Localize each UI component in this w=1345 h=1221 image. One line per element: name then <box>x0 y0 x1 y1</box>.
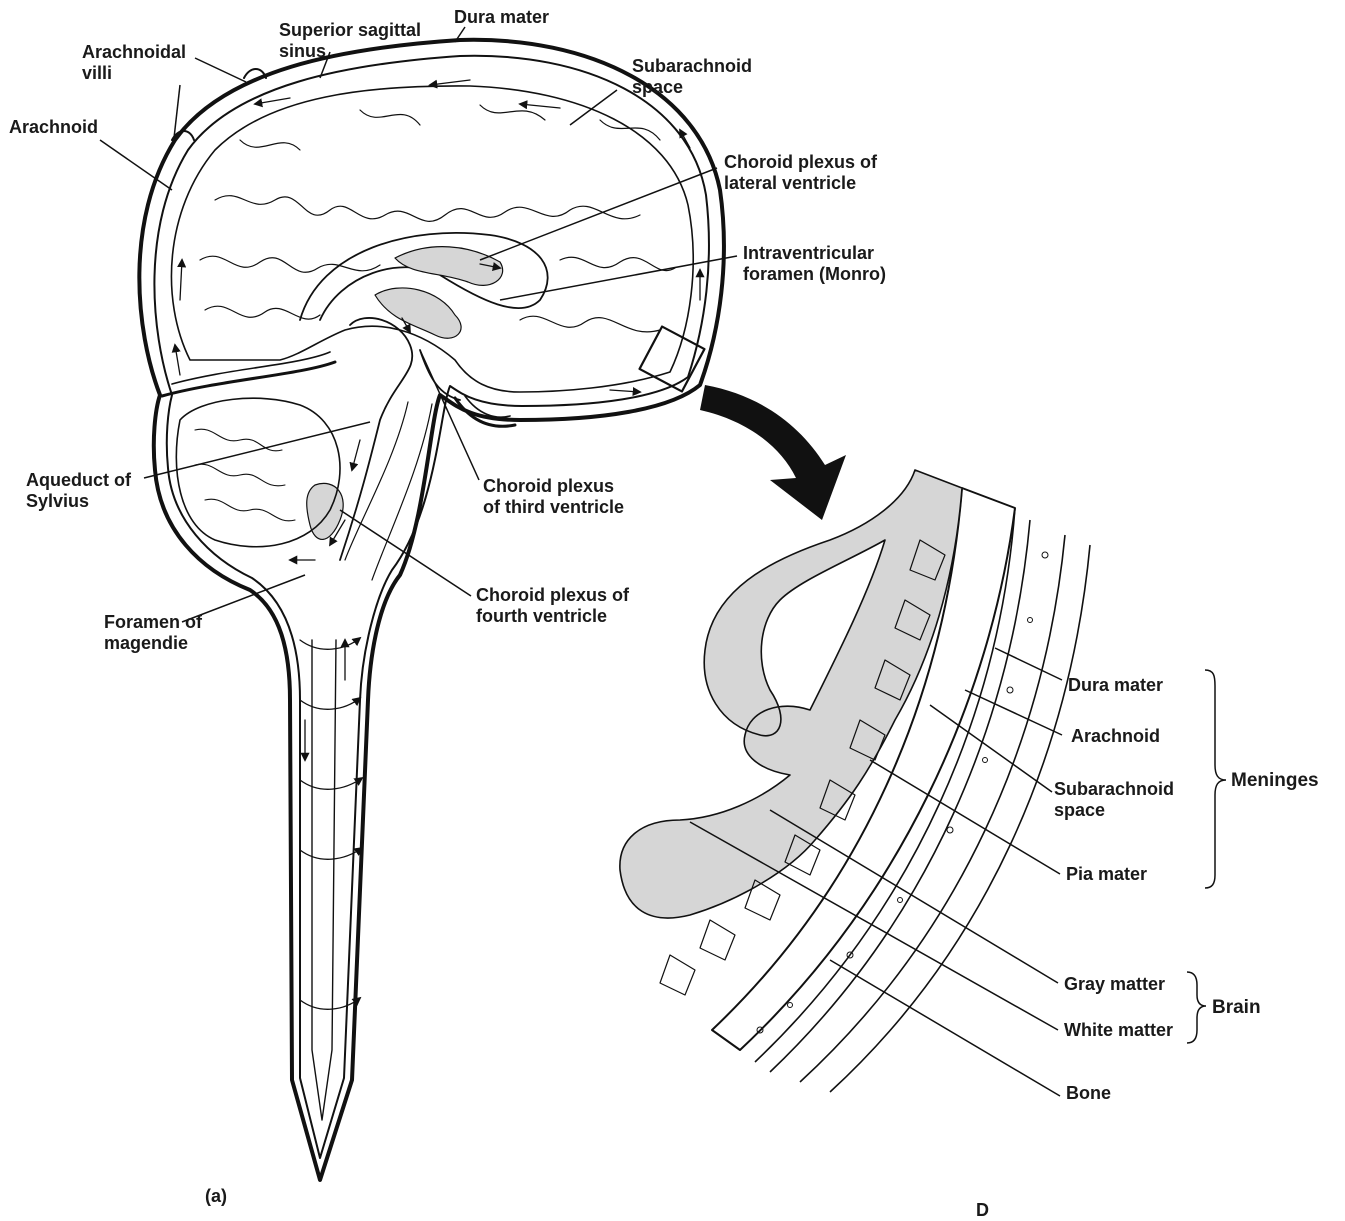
cerebrum-surface <box>171 86 693 392</box>
label-inset-subarachnoid-space: Subarachnoid space <box>1054 779 1174 821</box>
label-bone: Bone <box>1066 1083 1111 1104</box>
label-brain: Brain <box>1212 997 1261 1018</box>
panel-label-a: (a) <box>205 1186 227 1207</box>
label-choroid-plexus-third: Choroid plexus of third ventricle <box>483 476 624 518</box>
label-intraventricular-foramen: Intraventricular foramen (Monro) <box>743 243 886 285</box>
meninges-inset <box>620 470 1090 1092</box>
label-cut-off-bottom: D <box>976 1200 989 1221</box>
label-gray-matter: Gray matter <box>1064 974 1165 995</box>
inset-marker-box <box>640 327 705 392</box>
brain-brace <box>1187 972 1206 1043</box>
brainstem <box>340 318 412 560</box>
label-choroid-plexus-fourth: Choroid plexus of fourth ventricle <box>476 585 629 627</box>
spinal-cord <box>312 640 336 1120</box>
label-aqueduct-of-sylvius: Aqueduct of Sylvius <box>26 470 131 512</box>
dura-outline <box>139 40 724 1180</box>
label-arachnoidal-villi: Arachnoidal villi <box>82 42 186 84</box>
label-inset-dura-mater: Dura mater <box>1068 675 1163 696</box>
meninges-brace <box>1205 670 1226 888</box>
label-choroid-plexus-lateral: Choroid plexus of lateral ventricle <box>724 152 877 194</box>
label-foramen-of-magendie: Foramen of magendie <box>104 612 202 654</box>
brain-sagittal-section <box>139 40 724 1180</box>
label-subarachnoid-space-top: Subarachnoid space <box>632 56 752 98</box>
label-superior-sagittal-sinus: Superior sagittal sinus <box>279 20 421 62</box>
braces <box>1187 670 1226 1043</box>
tentorium <box>162 362 335 396</box>
label-dura-mater-top: Dura mater <box>454 7 549 28</box>
choroid-plexus-third <box>375 288 461 338</box>
label-white-matter: White matter <box>1064 1020 1173 1041</box>
label-inset-pia-mater: Pia mater <box>1066 864 1147 885</box>
label-arachnoid: Arachnoid <box>9 117 98 138</box>
label-inset-arachnoid: Arachnoid <box>1071 726 1160 747</box>
gray-matter <box>620 470 962 918</box>
zoom-arrow <box>700 385 846 520</box>
label-meninges: Meninges <box>1231 770 1319 791</box>
